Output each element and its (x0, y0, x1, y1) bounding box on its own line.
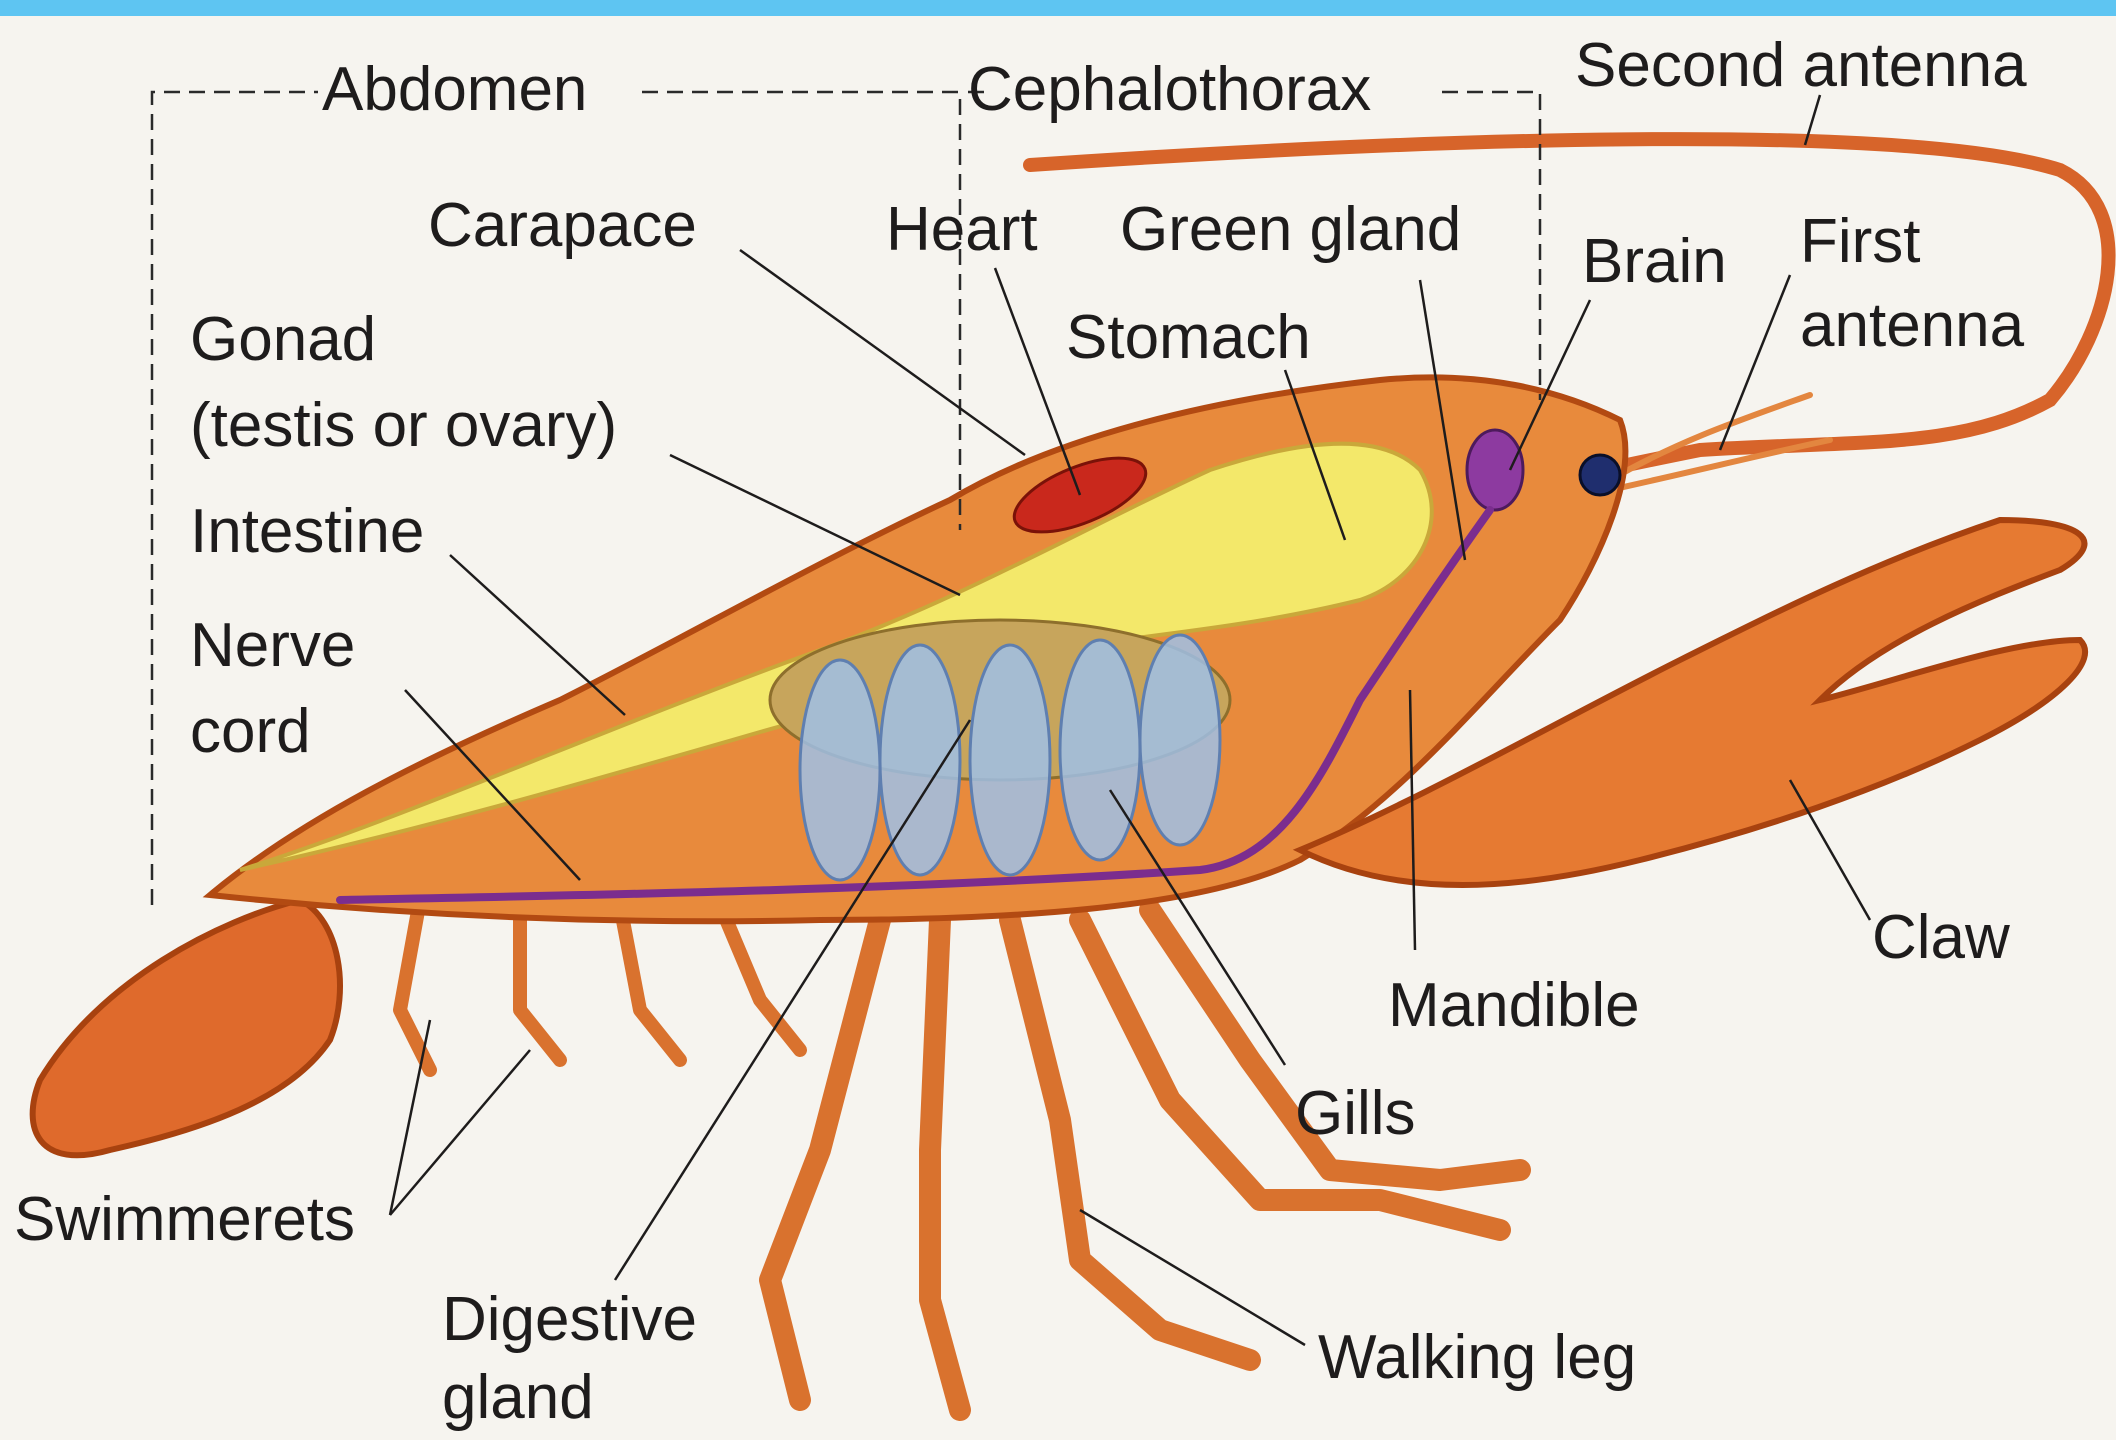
label-nerve-cord-line1: Nerve (190, 611, 355, 680)
label-green-gland: Green gland (1120, 195, 1461, 264)
top-color-bar (0, 0, 2116, 16)
label-cephalothorax: Cephalothorax (968, 55, 1371, 124)
label-gills: Gills (1295, 1079, 1416, 1148)
label-intestine: Intestine (190, 497, 424, 566)
crayfish-anatomy-diagram: Abdomen Cephalothorax Second antenna Car… (0, 16, 2116, 1440)
label-brain: Brain (1582, 227, 1727, 296)
label-claw: Claw (1872, 903, 2010, 972)
label-stomach: Stomach (1066, 303, 1311, 372)
label-first-antenna-line1: First (1800, 207, 1921, 276)
label-swimmerets: Swimmerets (14, 1185, 355, 1254)
label-gonad-line2: (testis or ovary) (190, 391, 617, 460)
brain-drawing (1467, 430, 1523, 510)
label-first-antenna-line2: antenna (1800, 291, 2025, 360)
label-mandible: Mandible (1388, 971, 1640, 1040)
label-gonad-line1: Gonad (190, 305, 376, 374)
label-digestive-gland-line1: Digestive (442, 1285, 697, 1354)
label-nerve-cord-line2: cord (190, 697, 311, 766)
label-abdomen: Abdomen (322, 55, 587, 124)
label-digestive-gland-line2: gland (442, 1363, 594, 1432)
label-walking-leg: Walking leg (1318, 1323, 1636, 1392)
label-second-antenna: Second antenna (1575, 31, 2027, 100)
label-heart: Heart (886, 195, 1038, 264)
tail-fan-drawing (33, 900, 340, 1155)
swimmerets-drawing (400, 900, 800, 1070)
eye-drawing (1580, 455, 1620, 495)
label-carapace: Carapace (428, 191, 697, 260)
